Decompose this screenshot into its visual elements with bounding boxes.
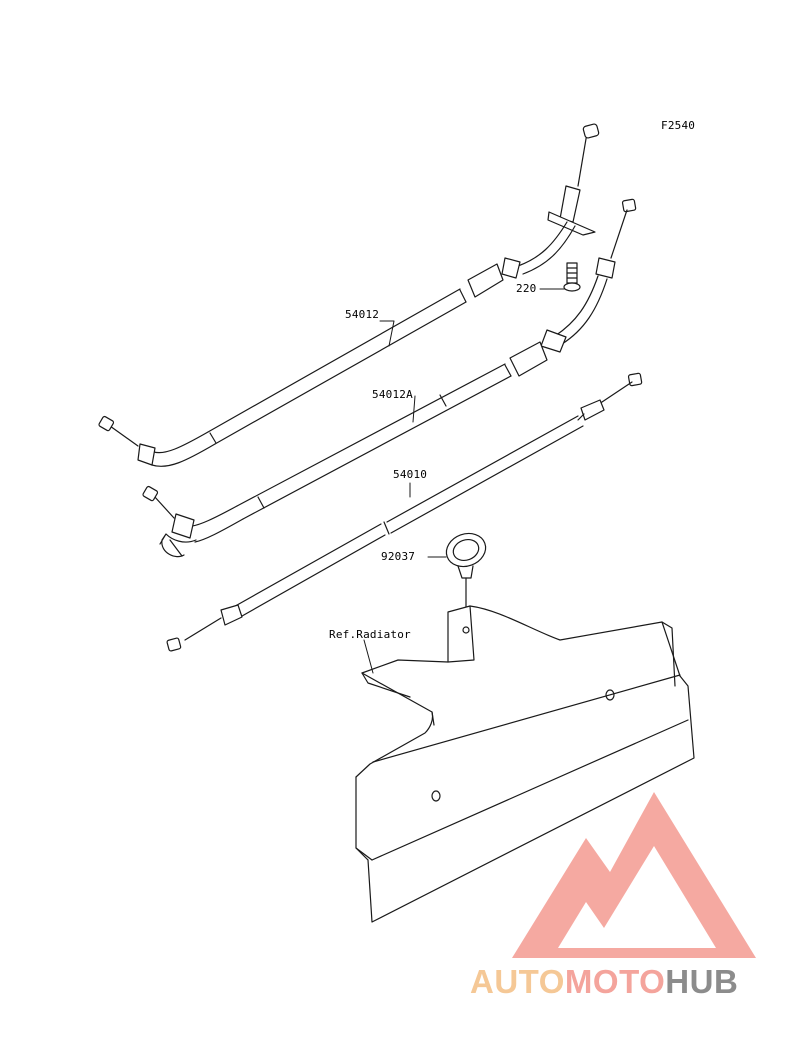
callout-92037[interactable]: 92037: [381, 550, 416, 563]
throttle-cable-54012a: [142, 198, 637, 558]
watermark-logo: [512, 792, 756, 958]
callout-54012a[interactable]: 54012A: [372, 388, 413, 401]
watermark-part1: AUTO: [470, 963, 565, 1000]
callout-54010[interactable]: 54010: [393, 468, 428, 481]
choke-cable-54010: [166, 372, 643, 652]
figure-code: F2540: [661, 119, 696, 132]
watermark-part2: MOTO: [564, 963, 666, 1000]
watermark-part3: HUB: [665, 963, 739, 1000]
callout-ref-radiator[interactable]: Ref.Radiator: [329, 628, 411, 641]
throttle-cable-54012: [98, 123, 600, 467]
bolt-220: [563, 262, 581, 292]
callout-54012[interactable]: 54012: [345, 308, 380, 321]
watermark-text: AUTOMOTOHUB: [470, 962, 738, 1002]
callout-220[interactable]: 220: [516, 282, 537, 295]
clamp-92037: [445, 532, 487, 619]
radiator-shroud-ref[interactable]: [355, 605, 695, 923]
leader-lines: [363, 288, 566, 674]
